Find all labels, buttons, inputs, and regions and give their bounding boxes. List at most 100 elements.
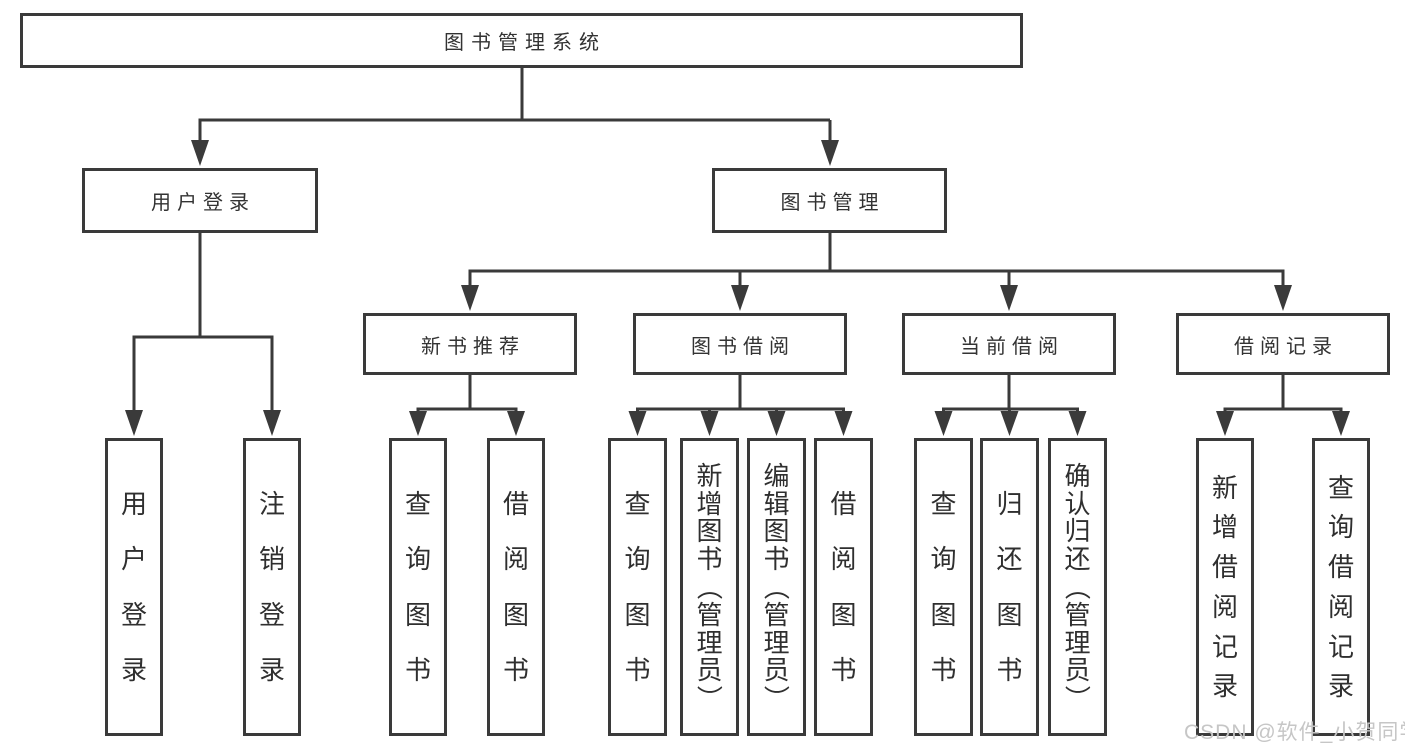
vertical-char: 查 [404, 488, 431, 519]
leaf-query-books-current: 查询图书 [914, 438, 973, 736]
vertical-char: 用 [120, 488, 147, 519]
leaf-borrow-books-borrowing: 借阅图书 [814, 438, 873, 736]
node-label: 借阅记录 [1234, 335, 1338, 358]
node-label: 当前借阅 [960, 335, 1064, 358]
node-book-management-system: 图书管理系统 [20, 13, 1023, 68]
vertical-char: 书 [930, 655, 957, 686]
vertical-char: 书 [996, 655, 1023, 686]
vertical-char: 认 [1064, 488, 1091, 519]
node-label: 图书借阅 [691, 335, 795, 358]
vertical-char: 销 [258, 544, 285, 575]
node-label: 新书推荐 [421, 335, 525, 358]
vertical-char: 图 [830, 599, 857, 630]
vertical-char: 借 [1211, 552, 1238, 583]
vertical-char: 查 [1327, 472, 1354, 503]
vertical-char: 员 [763, 655, 790, 686]
vertical-char: 图 [696, 516, 723, 547]
leaf-query-borrow-record: 查询借阅记录 [1312, 438, 1370, 736]
node-current-borrowing: 当前借阅 [902, 313, 1116, 375]
vertical-char: 注 [258, 488, 285, 519]
vertical-char: 管 [1064, 599, 1091, 630]
node-label: 图书管理系统 [444, 32, 606, 54]
vertical-char: （ [1062, 573, 1093, 600]
vertical-char: 新 [696, 460, 723, 491]
leaf-query-books-borrowing: 查询图书 [608, 438, 667, 736]
vertical-char: ） [761, 685, 792, 712]
leaf-add-borrow-record: 新增借阅记录 [1196, 438, 1254, 736]
node-book-management: 图书管理 [712, 168, 947, 233]
vertical-char: 户 [120, 544, 147, 575]
vertical-char: 还 [1064, 544, 1091, 575]
vertical-char: 书 [624, 655, 651, 686]
vertical-char: 归 [996, 488, 1023, 519]
leaf-logout: 注销登录 [243, 438, 301, 736]
vertical-char: 图 [763, 516, 790, 547]
vertical-char: 阅 [502, 544, 529, 575]
vertical-char: ） [1062, 685, 1093, 712]
vertical-char: 询 [930, 544, 957, 575]
leaf-confirm-return-admin: 确认归还（管理员） [1048, 438, 1107, 736]
vertical-char: 增 [1211, 512, 1238, 543]
node-new-book-recommendation: 新书推荐 [363, 313, 577, 375]
vertical-char: （ [761, 573, 792, 600]
leaf-return-books: 归还图书 [980, 438, 1039, 736]
vertical-char: 记 [1211, 631, 1238, 662]
vertical-char: 管 [763, 599, 790, 630]
vertical-char: 理 [696, 627, 723, 658]
vertical-char: 归 [1064, 516, 1091, 547]
vertical-char: 录 [258, 655, 285, 686]
vertical-char: 借 [1327, 552, 1354, 583]
node-book-borrowing: 图书借阅 [633, 313, 847, 375]
vertical-char: 记 [1327, 631, 1354, 662]
vertical-char: 书 [696, 544, 723, 575]
vertical-char: 书 [404, 655, 431, 686]
vertical-char: 管 [696, 599, 723, 630]
leaf-add-books-admin: 新增图书（管理员） [680, 438, 739, 736]
leaf-borrow-books-recommend: 借阅图书 [487, 438, 545, 736]
node-label: 用户登录 [151, 192, 255, 214]
node-borrowing-records: 借阅记录 [1176, 313, 1390, 375]
vertical-char: 询 [1327, 512, 1354, 543]
vertical-char: 员 [1064, 655, 1091, 686]
vertical-char: ） [694, 685, 725, 712]
vertical-char: 新 [1211, 472, 1238, 503]
vertical-char: 阅 [1211, 591, 1238, 622]
vertical-char: 辑 [763, 488, 790, 519]
vertical-char: 图 [502, 599, 529, 630]
vertical-char: 登 [258, 599, 285, 630]
vertical-char: 图 [930, 599, 957, 630]
vertical-char: 增 [696, 488, 723, 519]
vertical-char: 理 [1064, 627, 1091, 658]
vertical-char: 借 [502, 488, 529, 519]
vertical-char: 录 [120, 655, 147, 686]
vertical-char: 书 [830, 655, 857, 686]
vertical-char: 查 [930, 488, 957, 519]
vertical-char: 编 [763, 460, 790, 491]
vertical-char: 理 [763, 627, 790, 658]
vertical-char: 员 [696, 655, 723, 686]
csdn-watermark: CSDN @软件_小贺同学 [1184, 721, 1405, 744]
node-label: 图书管理 [780, 192, 885, 214]
vertical-char: 录 [1327, 671, 1354, 702]
vertical-char: 查 [624, 488, 651, 519]
vertical-char: 登 [120, 599, 147, 630]
vertical-char: 阅 [1327, 591, 1354, 622]
leaf-edit-books-admin: 编辑图书（管理员） [747, 438, 806, 736]
vertical-char: 书 [763, 544, 790, 575]
vertical-char: （ [694, 573, 725, 600]
vertical-char: 还 [996, 544, 1023, 575]
vertical-char: 图 [404, 599, 431, 630]
leaf-query-books-recommend: 查询图书 [389, 438, 447, 736]
vertical-char: 书 [502, 655, 529, 686]
node-user-login: 用户登录 [82, 168, 318, 233]
vertical-char: 询 [624, 544, 651, 575]
vertical-char: 阅 [830, 544, 857, 575]
leaf-user-login: 用户登录 [105, 438, 163, 736]
vertical-char: 询 [404, 544, 431, 575]
vertical-char: 借 [830, 488, 857, 519]
vertical-char: 图 [996, 599, 1023, 630]
vertical-char: 确 [1064, 460, 1091, 491]
vertical-char: 录 [1211, 671, 1238, 702]
